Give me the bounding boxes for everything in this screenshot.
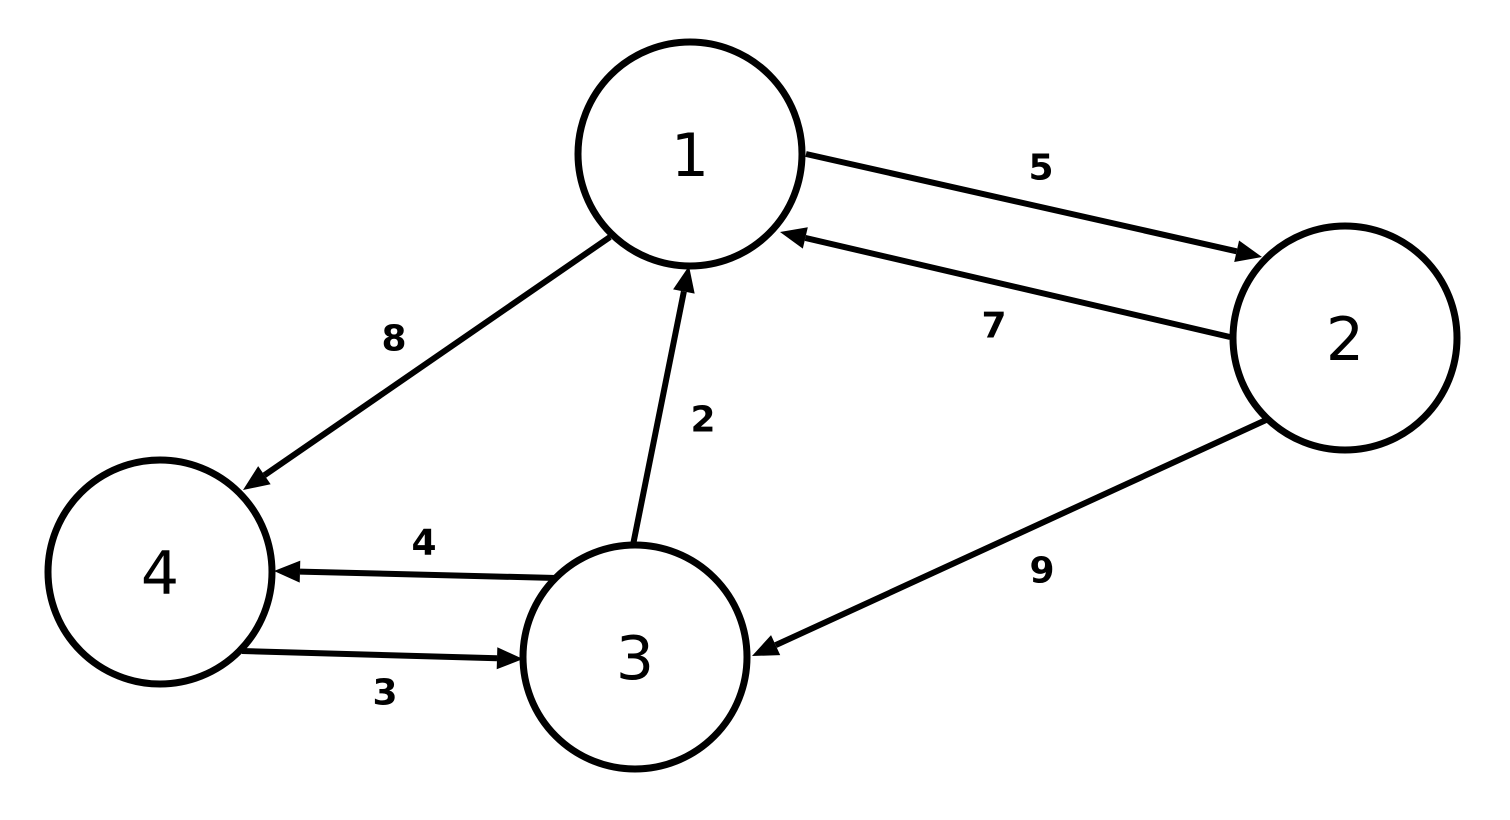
edge-3-1-weight-label: 2 xyxy=(690,400,715,441)
edge-2-3-line xyxy=(774,417,1268,648)
edge-1-2-weight-label: 5 xyxy=(1028,148,1053,189)
edge-3-1-line xyxy=(630,290,687,546)
node-4: 4 xyxy=(44,456,276,688)
edge-3-4-line xyxy=(299,568,557,581)
nodes-layer: 1 2 3 4 xyxy=(44,38,1461,773)
node-1: 1 xyxy=(574,38,806,270)
node-4-label: 4 xyxy=(141,539,179,609)
edge-3-1-arrowhead xyxy=(673,266,695,294)
edge-1-4-arrowhead xyxy=(243,466,271,490)
edge-1-4-line xyxy=(262,234,612,478)
edge-3-4-weight-label: 4 xyxy=(411,523,436,564)
node-1-label: 1 xyxy=(671,121,709,191)
edge-2-1-weight-label: 7 xyxy=(981,306,1006,347)
edge-2-1-arrowhead xyxy=(780,227,808,249)
node-1-circle xyxy=(574,38,806,270)
edge-4-3-arrowhead xyxy=(496,647,523,670)
edges-layer xyxy=(241,151,1268,670)
edge-2-3-weight-label: 9 xyxy=(1029,551,1054,592)
edge-3-4-arrowhead xyxy=(274,560,301,583)
edge-1-2-line xyxy=(805,151,1238,255)
edge-labels-layer: 5 7 8 2 9 4 3 xyxy=(372,148,1054,714)
edge-1-4-weight-label: 8 xyxy=(381,319,406,360)
edge-2-3-arrowhead xyxy=(752,635,781,656)
edge-1-2-arrowhead xyxy=(1234,240,1262,263)
node-2-circle xyxy=(1229,222,1461,454)
edge-4-3-weight-label: 3 xyxy=(372,673,397,714)
node-2-label: 2 xyxy=(1326,305,1364,375)
node-2: 2 xyxy=(1229,222,1461,454)
edge-4-3-line xyxy=(241,648,498,662)
node-3-label: 3 xyxy=(616,624,654,694)
node-4-circle xyxy=(44,456,276,688)
node-3-circle xyxy=(519,541,751,773)
edge-2-1-line xyxy=(804,234,1231,340)
node-3: 3 xyxy=(519,541,751,773)
